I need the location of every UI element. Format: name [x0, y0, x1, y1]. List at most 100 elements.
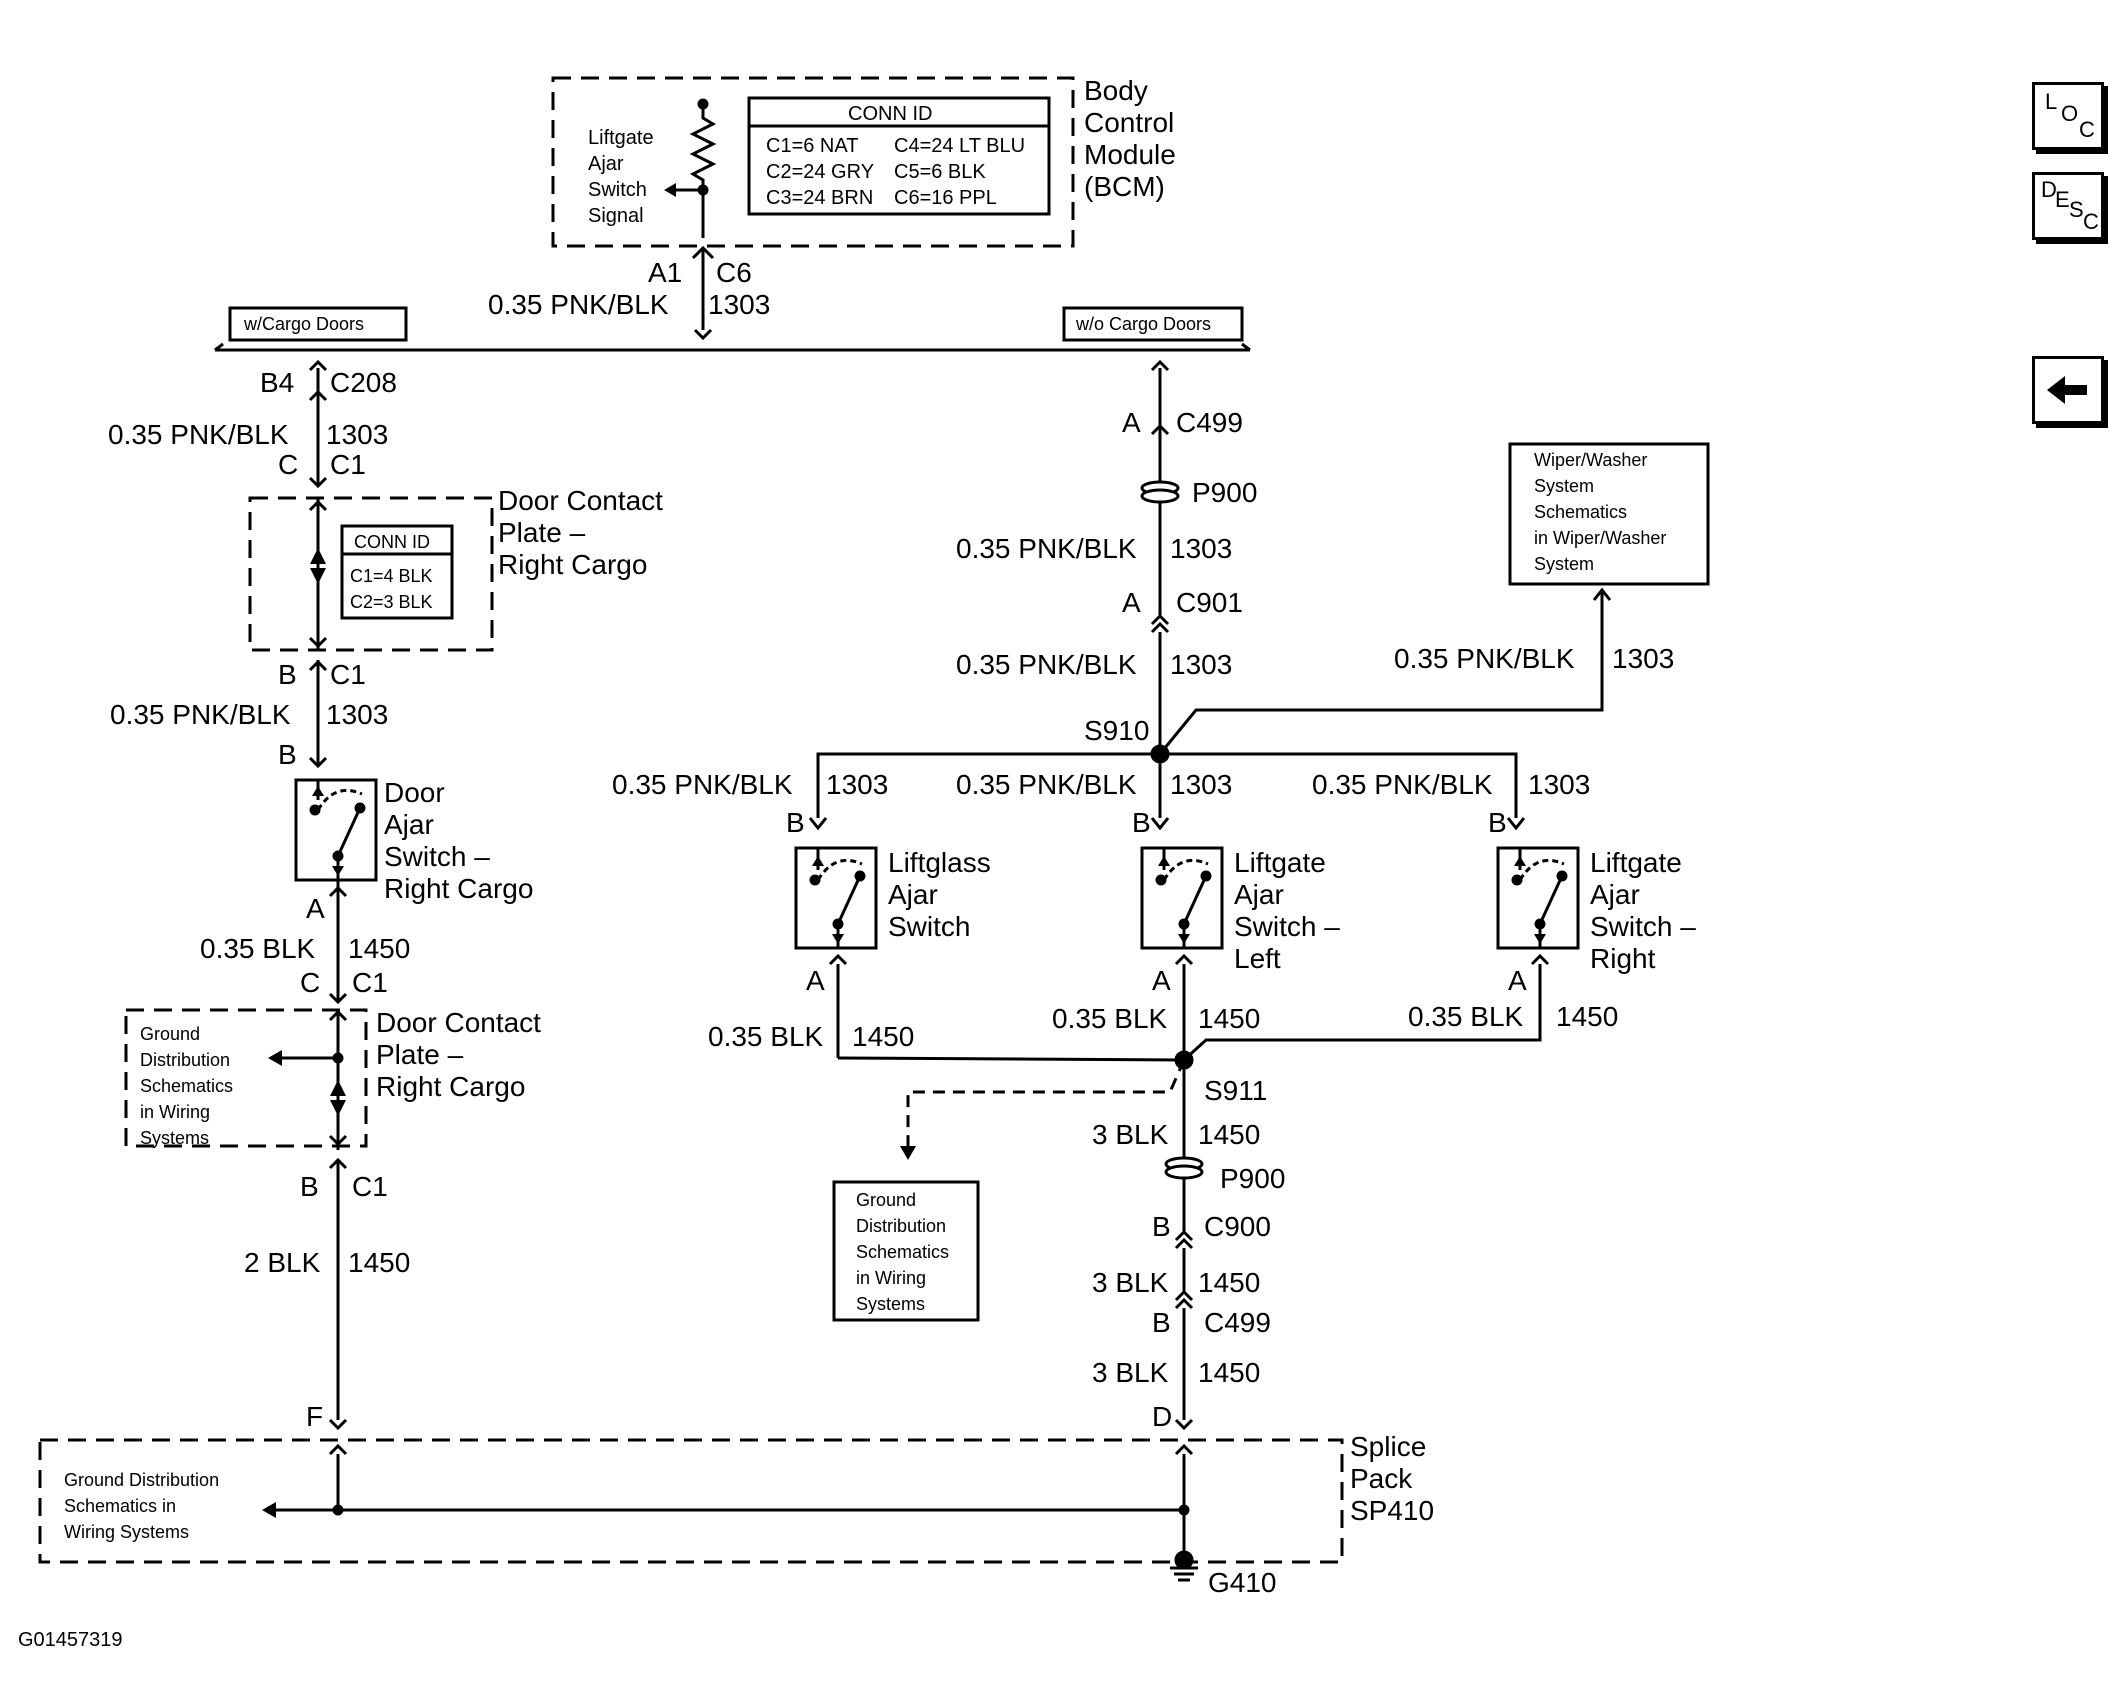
left-a: A — [306, 893, 325, 924]
door-plate-conn-id-box — [340, 524, 454, 620]
liftgate-left-wire: 0.35 PNK/BLK — [956, 769, 1137, 800]
door-switch-4: Right Cargo — [384, 873, 533, 904]
liftgate-right-3: Switch – — [1590, 911, 1696, 942]
desc-d: D — [2041, 177, 2057, 202]
wiper-2: System — [1534, 476, 1594, 496]
bcm-title-4: (BCM) — [1084, 171, 1165, 202]
door-contact-plate-box-upper — [248, 496, 494, 652]
liftglass-b: B — [786, 807, 805, 838]
left-c-1: C — [278, 449, 298, 480]
liftgate-left-b: B — [1132, 807, 1151, 838]
right-p900: P900 — [1192, 477, 1257, 508]
left-b-2: B — [278, 739, 297, 770]
plate2-title-3: Right Cargo — [376, 1071, 525, 1102]
splice-ground-1: Ground Distribution — [64, 1470, 219, 1490]
bcm-wire: 0.35 PNK/BLK — [488, 289, 669, 320]
desc-button[interactable]: D E S C — [2032, 172, 2104, 240]
bcm-conn-id-header: CONN ID — [848, 103, 932, 125]
right-wire-2: 0.35 PNK/BLK — [956, 649, 1137, 680]
bcm-signal-4: Signal — [588, 205, 644, 227]
left-c1-2: C1 — [330, 659, 366, 690]
liftglass-ajar-switch-box — [794, 846, 878, 950]
right-d: D — [1152, 1401, 1172, 1432]
bcm-box — [551, 76, 1075, 248]
plate-title-2: Plate – — [498, 517, 586, 548]
left-ground-3: Schematics — [140, 1076, 233, 1096]
left-c1-3: C1 — [352, 967, 388, 998]
without-cargo-doors-box — [1062, 306, 1244, 342]
left-c-2: C — [300, 967, 320, 998]
left-blk-wire: 0.35 BLK — [200, 933, 316, 964]
bcm-conn-row2-a: C2=24 GRY — [766, 161, 874, 183]
desc-c: C — [2083, 209, 2099, 234]
left-circuit-1: 1303 — [326, 419, 388, 450]
arrow-left-icon — [2047, 376, 2087, 404]
right-circuit-1: 1303 — [1170, 533, 1232, 564]
left-wire-1: 0.35 PNK/BLK — [108, 419, 289, 450]
liftglass-1: Liftglass — [888, 847, 991, 878]
liftglass-a: A — [806, 965, 825, 996]
liftgate-right-b: B — [1488, 807, 1507, 838]
right-b-c499: B — [1152, 1307, 1171, 1338]
left-c1-1: C1 — [330, 449, 366, 480]
left-circuit-2: 1303 — [326, 699, 388, 730]
liftgate-left-2: Ajar — [1234, 879, 1284, 910]
splice-title-3: SP410 — [1350, 1495, 1434, 1526]
liftglass-blk: 0.35 BLK — [708, 1021, 824, 1052]
liftgate-left-blk: 0.35 BLK — [1052, 1003, 1168, 1034]
bcm-conn-row3-b: C6=16 PPL — [894, 187, 997, 209]
door-switch-3: Switch – — [384, 841, 490, 872]
splice-title-2: Pack — [1350, 1463, 1413, 1494]
bcm-conn-row3-a: C3=24 BRN — [766, 187, 873, 209]
bcm-pin: A1 — [648, 257, 682, 288]
right-c900: C900 — [1204, 1211, 1271, 1242]
bcm-title-2: Control — [1084, 107, 1174, 138]
right-circuit-2: 1303 — [1170, 649, 1232, 680]
loc-c: C — [2079, 117, 2095, 142]
liftgate-right-1450: 1450 — [1556, 1001, 1618, 1032]
plate-title-1: Door Contact — [498, 485, 663, 516]
right-a-c901: A — [1122, 587, 1141, 618]
liftgate-left-3: Switch – — [1234, 911, 1340, 942]
splice-pack-box — [38, 1438, 1344, 1564]
bcm-signal-3: Switch — [588, 179, 647, 201]
left-ground-2: Distribution — [140, 1050, 230, 1070]
plate-conn-row1: C1=4 BLK — [350, 566, 433, 586]
plate2-title-1: Door Contact — [376, 1007, 541, 1038]
splice-title-1: Splice — [1350, 1431, 1426, 1462]
right-1450-3: 1450 — [1198, 1357, 1260, 1388]
right-c499-2: C499 — [1204, 1307, 1271, 1338]
left-circuit-1450-2: 1450 — [348, 1247, 410, 1278]
wiper-wire: 0.35 PNK/BLK — [1394, 643, 1575, 674]
liftgate-right-1: Liftgate — [1590, 847, 1682, 878]
door-ajar-switch-right-cargo-box — [294, 778, 378, 882]
back-button[interactable] — [2032, 356, 2104, 424]
plate-conn-header: CONN ID — [354, 532, 430, 552]
left-c1-4: C1 — [352, 1171, 388, 1202]
with-cargo-doors-label: w/Cargo Doors — [243, 314, 364, 334]
right-c901: C901 — [1176, 587, 1243, 618]
right-blk3-1: 3 BLK — [1092, 1119, 1169, 1150]
left-ground-5: Systems — [140, 1128, 209, 1148]
bcm-title-1: Body — [1084, 75, 1148, 106]
right-s911: S911 — [1204, 1075, 1267, 1106]
right-ground-4: in Wiring — [856, 1268, 926, 1288]
right-p900-2: P900 — [1220, 1163, 1285, 1194]
bcm-conn-row1-b: C4=24 LT BLU — [894, 135, 1025, 157]
loc-button[interactable]: L O C — [2032, 82, 2104, 150]
figure-id: G01457319 — [18, 1629, 123, 1651]
bcm-signal-1: Liftgate — [588, 127, 654, 149]
without-cargo-doors-label: w/o Cargo Doors — [1075, 314, 1211, 334]
left-b-1: B — [278, 659, 297, 690]
door-contact-plate-box-lower — [124, 1008, 368, 1148]
door-switch-2: Ajar — [384, 809, 434, 840]
g410-label: G410 — [1208, 1567, 1277, 1598]
right-blk3-3: 3 BLK — [1092, 1357, 1169, 1388]
liftgate-right-blk: 0.35 BLK — [1408, 1001, 1524, 1032]
right-a-c499: A — [1122, 407, 1141, 438]
bcm-conn-row1-a: C1=6 NAT — [766, 135, 858, 157]
right-ground-3: Schematics — [856, 1242, 949, 1262]
liftgate-left-1450: 1450 — [1198, 1003, 1260, 1034]
bcm-signal-2: Ajar — [588, 153, 624, 175]
